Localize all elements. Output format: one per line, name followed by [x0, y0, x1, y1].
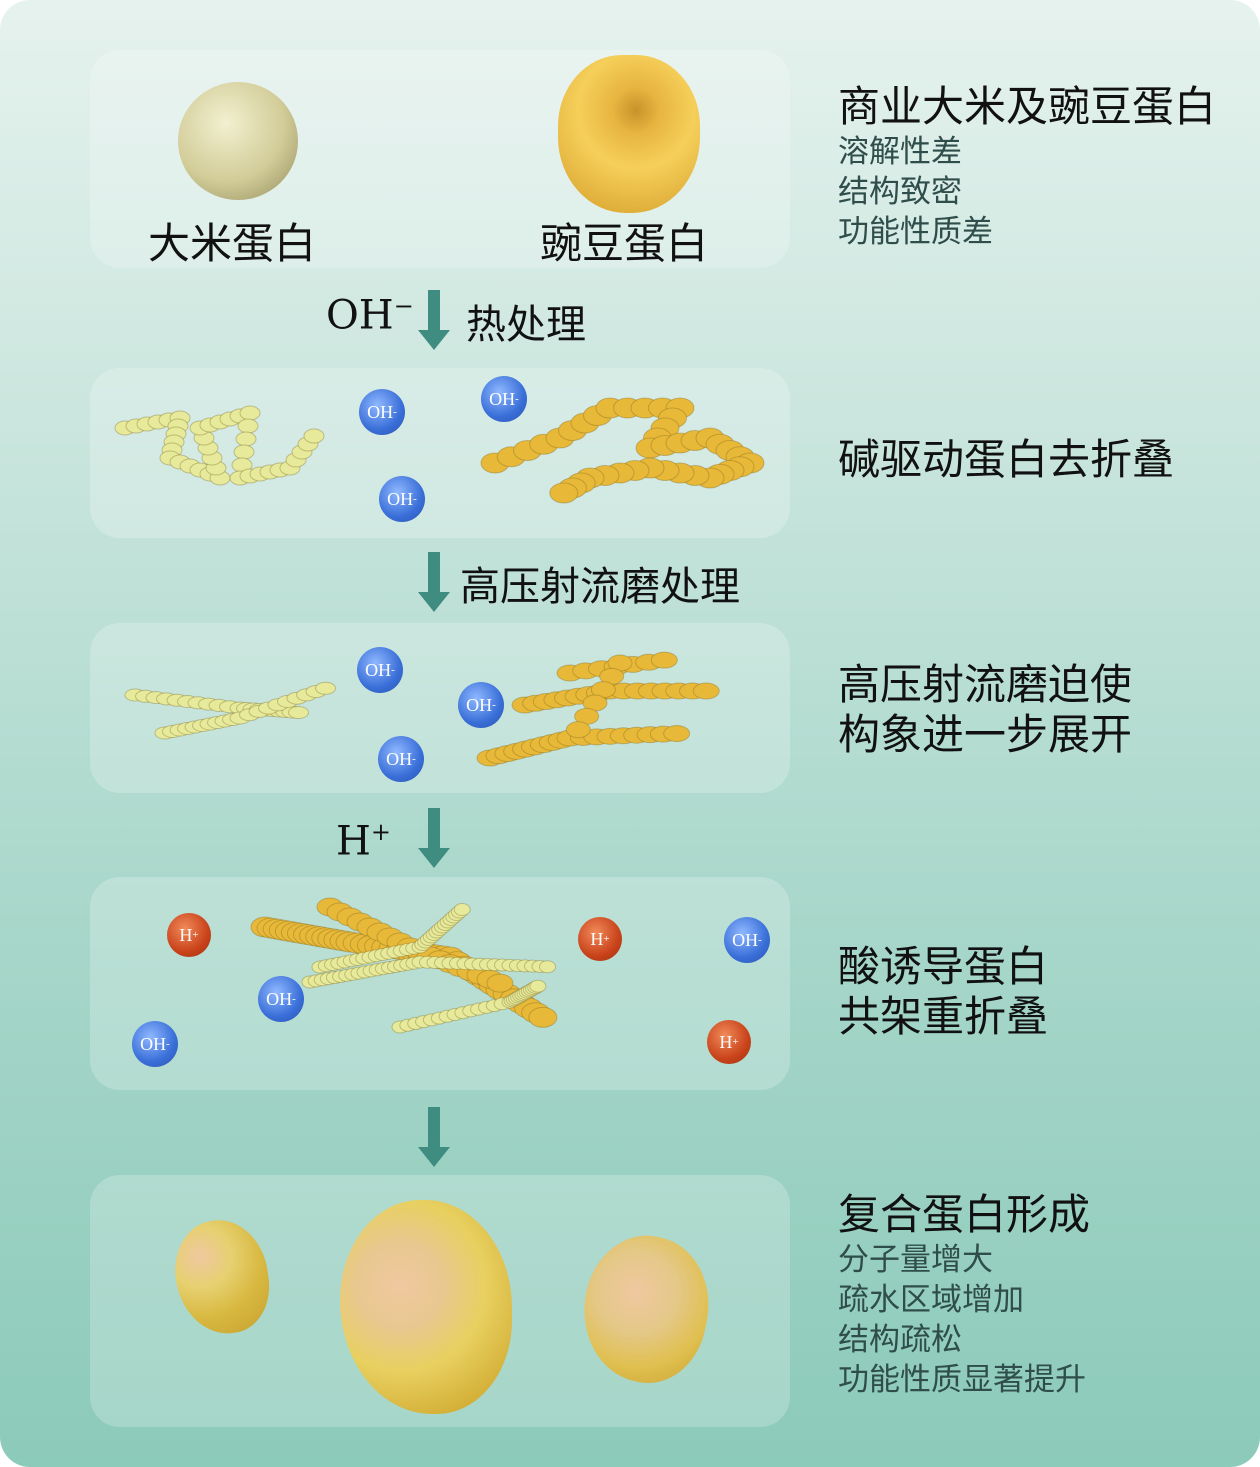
proton-ion-icon: H+: [707, 1020, 751, 1064]
proton-ion-icon: H+: [578, 917, 622, 961]
rice-protein-bead: [315, 681, 336, 695]
stage5-line: 疏水区域增加: [838, 1282, 1024, 1318]
stage1-description: 商业大米及豌豆蛋白 溶解性差 结构致密 功能性质差: [838, 82, 1216, 252]
stage3-line: 构象进一步展开: [838, 710, 1133, 759]
down-arrow-icon: [418, 290, 450, 352]
stage5-description: 复合蛋白形成 分子量增大 疏水区域增加 结构疏松 功能性质显著提升: [838, 1190, 1090, 1400]
pea-protein-label: 豌豆蛋白: [540, 219, 709, 268]
rice-protein-bead: [539, 960, 556, 974]
stage1-line: 结构致密: [838, 174, 962, 210]
stage4-line: 酸诱导蛋白: [838, 942, 1049, 991]
down-arrow-icon: [418, 552, 450, 614]
stage4-description: 酸诱导蛋白 共架重折叠: [838, 942, 1048, 1042]
hydroxide-ion-icon: OH-: [481, 376, 527, 422]
step1-ion-label: OH−: [326, 292, 414, 339]
hydroxide-ion-icon: OH-: [132, 1021, 178, 1067]
pea-protein-bead: [549, 482, 579, 504]
pea-protein-bead: [650, 651, 678, 669]
rice-protein-bead: [239, 405, 261, 421]
down-arrow-icon: [418, 1107, 450, 1169]
stage3-line: 高压射流磨迫使: [838, 660, 1133, 709]
hydroxide-ion-icon: OH-: [458, 682, 504, 728]
extended-chains-stage3: [124, 651, 720, 767]
panel-acid-refolding: [90, 877, 790, 1090]
stage2-description: 碱驱动蛋白去折叠: [838, 435, 1174, 485]
down-arrow-icon: [418, 808, 450, 870]
pea-protein-bead: [565, 721, 591, 739]
stage3-description: 高压射流磨迫使 构象进一步展开: [838, 660, 1132, 760]
stage5-line: 分子量增大: [838, 1242, 993, 1278]
hydroxide-ion-icon: OH-: [724, 917, 770, 963]
refolded-chains-stage4: [250, 897, 558, 1034]
step1-label: 热处理: [466, 302, 586, 348]
stage5-title: 复合蛋白形成: [838, 1190, 1091, 1239]
pea-protein-bead: [663, 725, 691, 743]
stage1-line: 功能性质差: [838, 214, 993, 250]
hydroxide-ion-icon: OH-: [258, 976, 304, 1022]
proton-ion-icon: H+: [167, 913, 211, 957]
rice-protein-bead: [233, 444, 255, 460]
stage4-line: 共架重折叠: [838, 992, 1049, 1041]
rice-protein-bead: [288, 706, 309, 719]
rice-protein-bead: [237, 418, 259, 434]
rice-protein-bead: [453, 903, 471, 916]
hydroxide-ion-icon: OH-: [379, 476, 425, 522]
pea-protein-sphere: [558, 55, 700, 213]
stage5-line: 结构疏松: [838, 1322, 962, 1358]
rice-protein-bead: [529, 979, 547, 993]
hydroxide-ion-icon: OH-: [378, 736, 424, 782]
rice-protein-bead: [303, 428, 325, 444]
stage2-title: 碱驱动蛋白去折叠: [838, 435, 1175, 484]
step3-ion-label: H+: [336, 818, 391, 865]
pea-protein-bead: [692, 682, 720, 700]
hydroxide-ion-icon: OH-: [359, 389, 405, 435]
pea-protein-bead: [486, 973, 514, 993]
stage1-line: 溶解性差: [838, 134, 962, 170]
rice-protein-bead: [235, 431, 257, 447]
stage1-title: 商业大米及豌豆蛋白: [838, 82, 1217, 131]
stage5-line: 功能性质显著提升: [838, 1362, 1086, 1398]
step2-label: 高压射流磨处理: [460, 564, 740, 610]
rice-protein-sphere: [178, 82, 298, 200]
complex-protein-large: [340, 1200, 512, 1414]
hydroxide-ion-icon: OH-: [357, 647, 403, 693]
pea-protein-bead: [528, 1006, 558, 1028]
rice-protein-label: 大米蛋白: [148, 219, 317, 268]
unfolded-chains-stage2: [114, 397, 765, 504]
